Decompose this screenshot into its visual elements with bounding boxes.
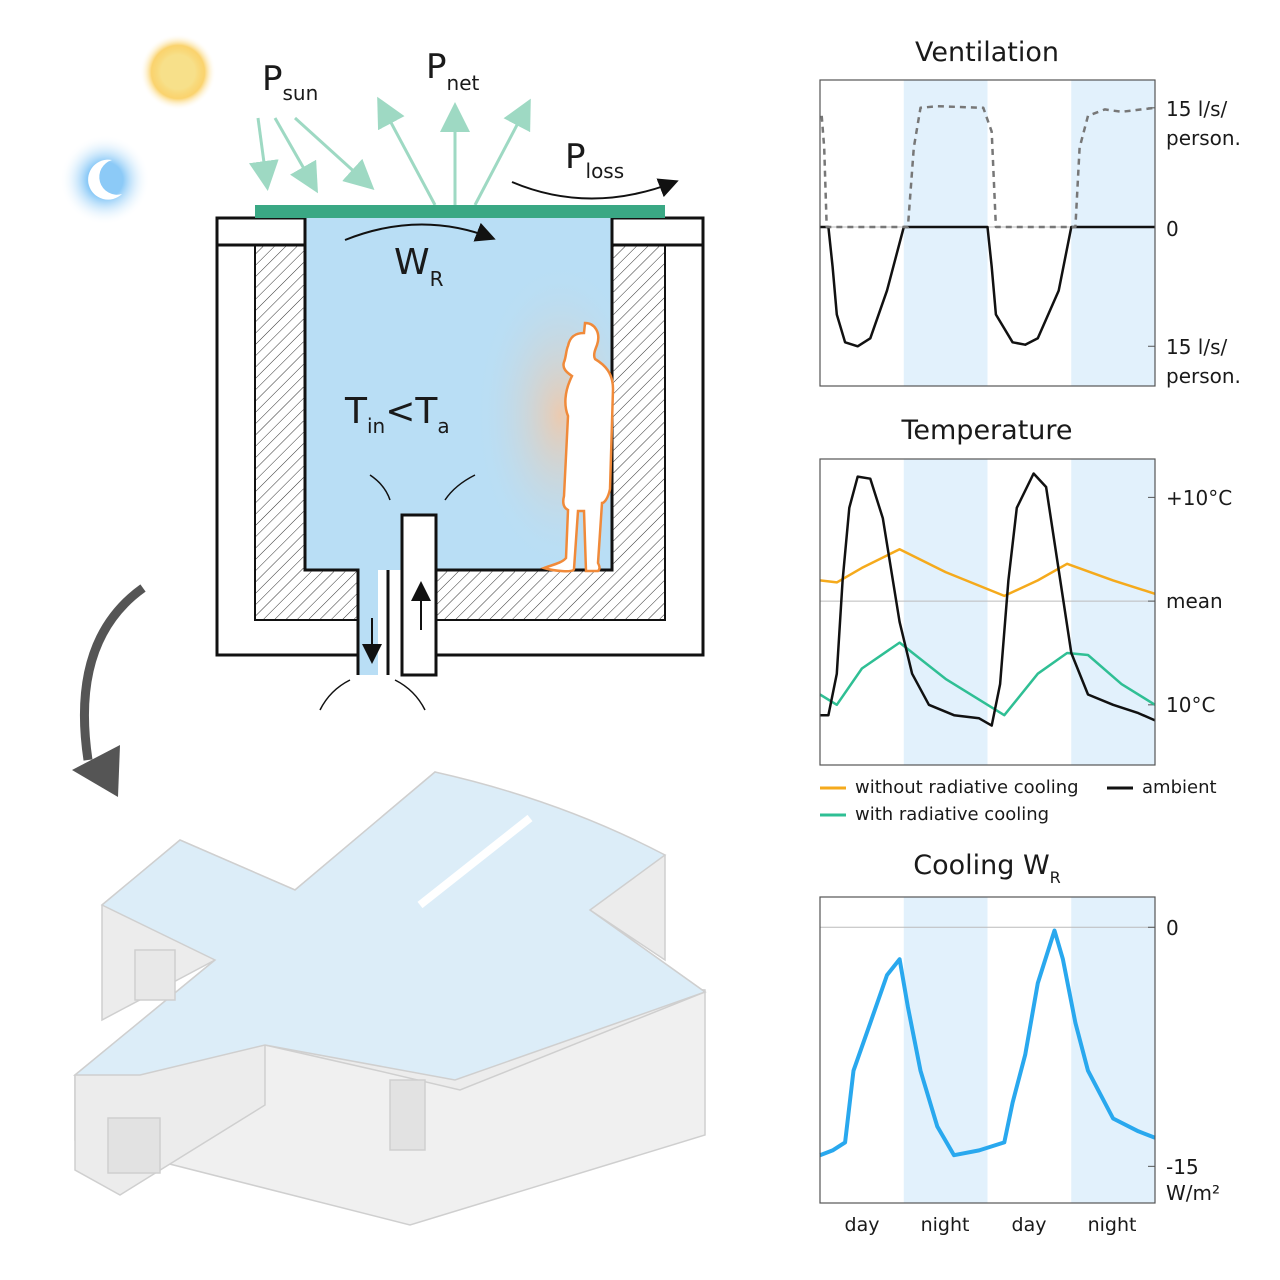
tick-label: 10°C [1166, 693, 1215, 717]
series-line-ambient [820, 472, 1156, 727]
tick-label: person. [1166, 364, 1241, 388]
series-line-inflow [820, 104, 1156, 229]
x-label-day: day [1012, 1214, 1047, 1236]
moon-icon [60, 135, 150, 225]
night-band [903, 80, 988, 386]
charts-panel [819, 79, 1156, 1204]
night-band [1071, 80, 1155, 386]
sun-icon [140, 34, 216, 110]
tick-label: W/m² [1166, 1181, 1220, 1205]
cooling-title: Cooling WR [913, 850, 1061, 887]
building-cross-section [215, 205, 705, 711]
p-loss-arrow [511, 178, 679, 200]
isometric-building [72, 771, 707, 1226]
tick-label: +10°C [1166, 486, 1232, 510]
p-net-label: Pnet [426, 47, 479, 95]
x-label-day: day [845, 1214, 880, 1236]
plot-frame [819, 896, 1156, 1204]
x-label-night: night [1088, 1214, 1137, 1236]
x-label-night: night [921, 1214, 970, 1236]
w-r-label: WR [394, 242, 444, 291]
series-line-cooling-power [819, 928, 1156, 1158]
night-band [1071, 459, 1155, 765]
p-loss-label: Ploss [565, 137, 624, 183]
series-line-without-radiative-cooling [819, 547, 1156, 598]
ventilation-title: Ventilation [915, 37, 1059, 68]
x-axis-labels: day night day night [845, 1214, 1137, 1236]
series-line-outflow [820, 225, 1155, 348]
temperature-title: Temperature [900, 415, 1072, 446]
tick-label: 0 [1166, 916, 1179, 940]
person-icon [540, 321, 615, 573]
tick-label: 0 [1166, 217, 1179, 241]
tick-label: 15 l/s/ [1166, 97, 1228, 121]
legend-ambient: ambient [1142, 777, 1217, 798]
temperature-relation-label: Tin<Ta [344, 391, 450, 438]
night-band [1071, 897, 1155, 1203]
tick-label: -15 [1166, 1155, 1199, 1179]
tick-label: person. [1166, 126, 1241, 150]
night-band [903, 459, 988, 765]
tick-label: 15 l/s/ [1166, 335, 1228, 359]
plot-frame [819, 79, 1156, 387]
solar-rays [248, 96, 531, 206]
temperature-legend: without radiative cooling ambient with r… [820, 777, 1217, 825]
legend-with: with radiative cooling [855, 804, 1049, 825]
curved-arrow-icon [72, 584, 146, 797]
p-sun-label: Psun [262, 59, 318, 105]
legend-without: without radiative cooling [855, 777, 1079, 798]
tick-label: mean [1166, 589, 1223, 613]
plot-frame [819, 458, 1156, 766]
series-line-with-radiative-cooling [819, 641, 1156, 717]
radiator-panel [255, 205, 665, 218]
tick-labels: 15 l/s/ person. 0 15 l/s/ person. +10°C … [1166, 97, 1241, 1205]
